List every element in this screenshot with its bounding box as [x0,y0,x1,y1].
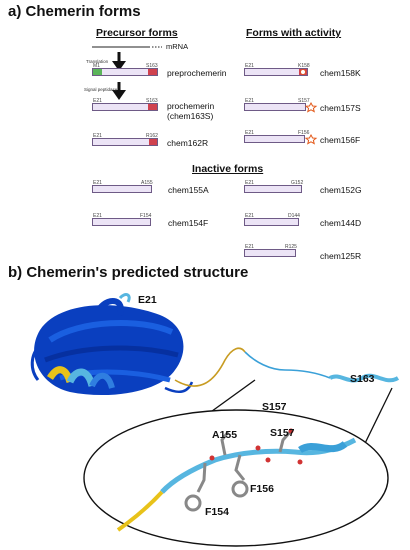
translation-step-label: Translation [86,59,109,64]
chem162r-bar [92,138,158,146]
mrna-label: mRNA [166,42,189,51]
chem125r-start: E21 [245,244,254,250]
section-a-title: a) Chemerin forms [8,3,141,20]
label-a155: A155 [212,429,237,441]
chem158k-end: K158 [298,63,310,69]
prochemerin-bar [92,103,158,111]
chem144d-start: E21 [245,213,254,219]
chem154f-label: chem154F [168,218,209,228]
precursor-forms-header: Precursor forms [96,27,178,39]
chem152g-start: E21 [245,180,254,186]
chem162r-start: E21 [93,133,102,139]
prochemerin-end: S163 [146,98,158,104]
chem144d-label: chem144D [320,218,362,228]
chem157s-end: S157 [298,98,310,104]
signal-peptidase-step-label: Signal peptidase [84,87,118,92]
label-f154: F154 [205,506,229,518]
chem156f-bar [244,135,305,143]
chem125r-end: R125 [285,244,297,250]
chem158k-label: chem158K [320,68,361,78]
chem156f-start: E21 [245,130,254,136]
preprochemerin-end: S163 [146,63,158,69]
c-terminal-segment [149,139,157,145]
prochemerin-label: prochemerin (chem163S) [167,101,215,121]
chem162r-end: R162 [146,133,158,139]
chem156f-label: chem156F [320,135,361,145]
precursor-arrows [92,46,162,100]
preprochemerin-start: M1 [93,63,100,69]
chem125r-label: chem125R [320,251,362,261]
c-terminal-segment [148,104,157,110]
chem152g-bar [244,185,302,193]
chem155a-start: E21 [93,180,102,186]
globular-domain [30,293,331,396]
c-terminal-segment [148,69,157,75]
chem144d-bar [244,218,299,226]
chem157s-start: E21 [245,98,254,104]
zoomed-structure [116,428,357,532]
chem144d-end: D144 [288,213,300,219]
preprochemerin-label: preprochemerin [167,68,227,78]
c-terminal-ribbon [328,373,400,383]
label-s163: S163 [350,373,375,385]
chem155a-bar [92,185,152,193]
inactive-forms-header: Inactive forms [192,163,264,175]
label-s157-zoom: S157 [270,427,295,439]
prochemerin-start: E21 [93,98,102,104]
label-e21: E21 [138,294,157,306]
chem154f-end: F154 [140,213,152,219]
chem158k-start: E21 [245,63,254,69]
chem155a-end: A155 [141,180,153,186]
chem155a-label: chem155A [168,185,209,195]
preprochemerin-bar [92,68,158,76]
chem156f-end: F156 [298,130,310,136]
forms-with-activity-header: Forms with activity [246,27,342,39]
chem152g-end: G152 [291,180,304,186]
label-f156: F156 [250,483,274,495]
chem157s-label: chem157S [320,103,361,113]
chem162r-label: chem162R [167,138,209,148]
signal-peptide-segment [93,69,102,75]
section-b-title: b) Chemerin's predicted structure [8,264,249,281]
chem125r-bar [244,249,296,257]
label-s157-full: S157 [262,401,287,413]
chem152g-label: chem152G [320,185,362,195]
chem154f-bar [92,218,151,226]
chem154f-start: E21 [93,213,102,219]
